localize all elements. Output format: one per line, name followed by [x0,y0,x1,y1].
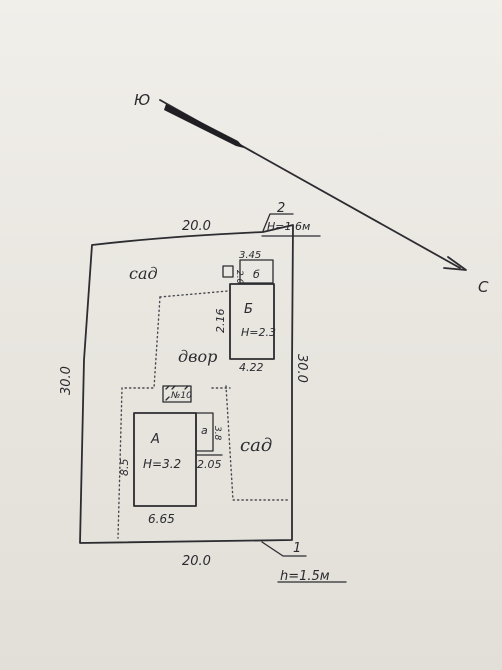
annex-b-depth: 2.0 [234,270,244,285]
building-b [229,283,275,360]
house-a-depth: 8.5 [118,459,131,477]
well-label: №10 [170,391,192,401]
corner-point-1 [261,541,347,583]
annex-b [239,259,274,284]
building-b-letter: Б [244,302,253,317]
garden-boundary [225,385,289,501]
well-symbol [162,385,192,403]
corner-point-2 [261,213,321,237]
building-b-width: 4.22 [239,361,264,374]
zone-garden-right: сад [240,435,272,456]
point-1-height: h=1.5м [280,569,330,584]
extension-depth: 3.8 [212,426,222,441]
plot-left-dimension: 30.0 [59,366,74,395]
plot-right-dimension: 30.0 [294,354,309,383]
house-a-height: Н=3.2 [143,457,181,471]
zone-garden-top: сад [129,264,158,283]
building-b-depth: 2.16 [214,309,227,334]
orientation-arrow-tail [164,104,244,148]
point-2-height: Н=1.6м [267,220,310,233]
well-hatch [165,385,189,401]
point-1-label: 1 [293,541,301,556]
orientation-arrow-head [443,256,467,271]
annex-b-letter: б [253,268,260,281]
small-box [222,265,234,278]
south-label: С [478,278,489,296]
point-2-label: 2 [277,201,285,216]
annex-b-width: 3.45 [239,250,261,261]
extension-letter: а [201,424,208,437]
extension-width: 2.05 [197,458,222,471]
north-label: Ю [134,91,150,109]
house-a-letter: А [150,432,160,447]
building-b-height: Н=2.3 [241,326,276,339]
plot-bottom-dimension: 20.0 [182,554,211,569]
well-box [162,385,192,403]
house-a-extension [195,412,214,452]
orientation-arrow [159,99,467,271]
yard-divisions [117,290,289,539]
house-a-width: 6.65 [148,512,175,526]
point-1-leader [261,541,307,557]
point-2-leader [262,213,294,232]
yard-boundary-top [159,290,229,298]
plot-top-dimension: 20.0 [182,219,211,234]
plot-boundary [79,224,294,544]
zone-yard: двор [178,347,217,366]
yard-boundary-left [117,296,161,539]
house-a [133,412,197,507]
